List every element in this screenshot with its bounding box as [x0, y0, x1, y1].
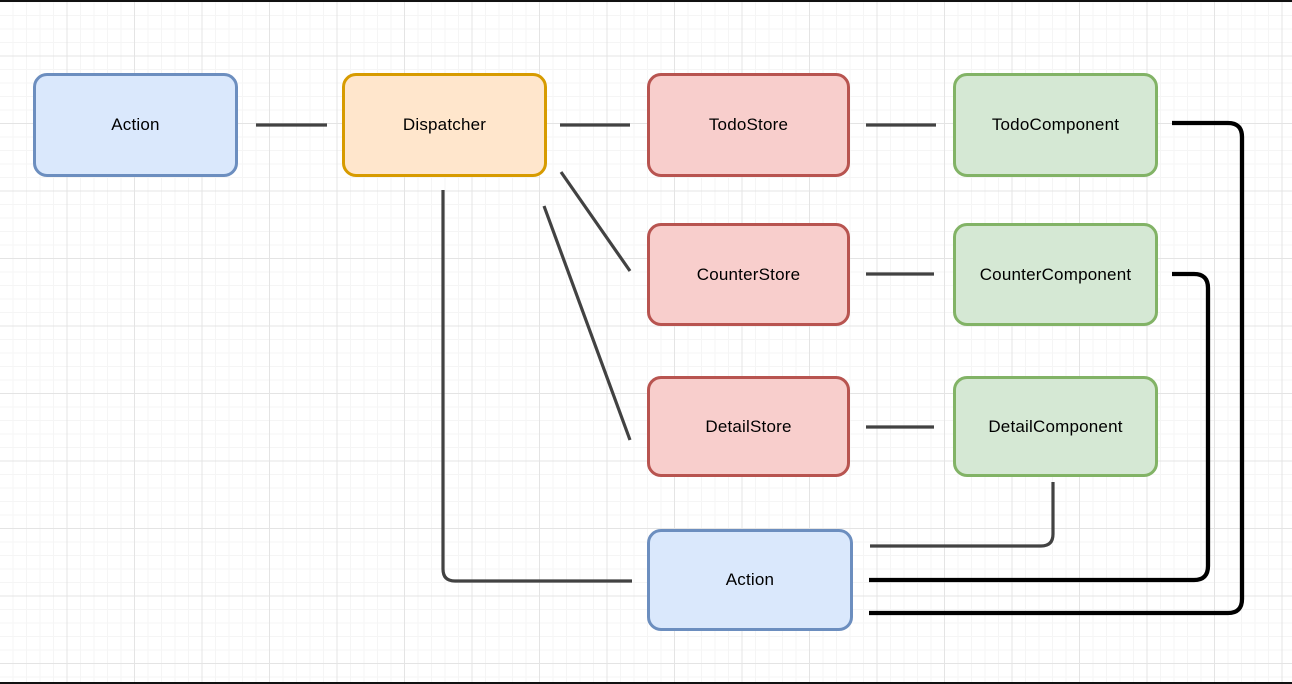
node-counter-store[interactable]: CounterStore	[647, 223, 850, 326]
node-todo-component[interactable]: TodoComponent	[953, 73, 1158, 177]
node-counter-component-label: CounterComponent	[979, 264, 1132, 284]
screen-edge-bottom	[0, 682, 1292, 684]
edge-action-to-dispatcher-feedback[interactable]	[441, 190, 632, 583]
edge-dispatcher-to-counterstore[interactable]	[559, 171, 632, 272]
node-action-top[interactable]: Action	[33, 73, 238, 177]
edge-detailcomponent-to-action[interactable]	[870, 482, 1055, 548]
node-counter-store-label: CounterStore	[696, 264, 801, 284]
screen-edge-top	[0, 0, 1292, 2]
edge-dispatcher-to-detailstore[interactable]	[542, 205, 632, 441]
edge-countercomponent-to-action[interactable]	[869, 271, 1211, 583]
node-todo-store[interactable]: TodoStore	[647, 73, 850, 177]
node-detail-component[interactable]: DetailComponent	[953, 376, 1158, 477]
node-todo-store-label: TodoStore	[708, 115, 789, 134]
node-action-top-label: Action	[111, 115, 160, 134]
node-todo-component-label: TodoComponent	[991, 115, 1120, 134]
node-detail-store[interactable]: DetailStore	[647, 376, 850, 477]
node-detail-store-label: DetailStore	[705, 416, 792, 436]
node-dispatcher[interactable]: Dispatcher	[342, 73, 547, 177]
node-action-bottom[interactable]: Action	[647, 529, 853, 631]
edge-todocomponent-to-action[interactable]	[869, 120, 1245, 616]
node-action-bottom-label: Action	[725, 570, 775, 589]
node-dispatcher-label: Dispatcher	[402, 115, 487, 134]
node-counter-component[interactable]: CounterComponent	[953, 223, 1158, 326]
node-detail-component-label: DetailComponent	[988, 416, 1123, 436]
